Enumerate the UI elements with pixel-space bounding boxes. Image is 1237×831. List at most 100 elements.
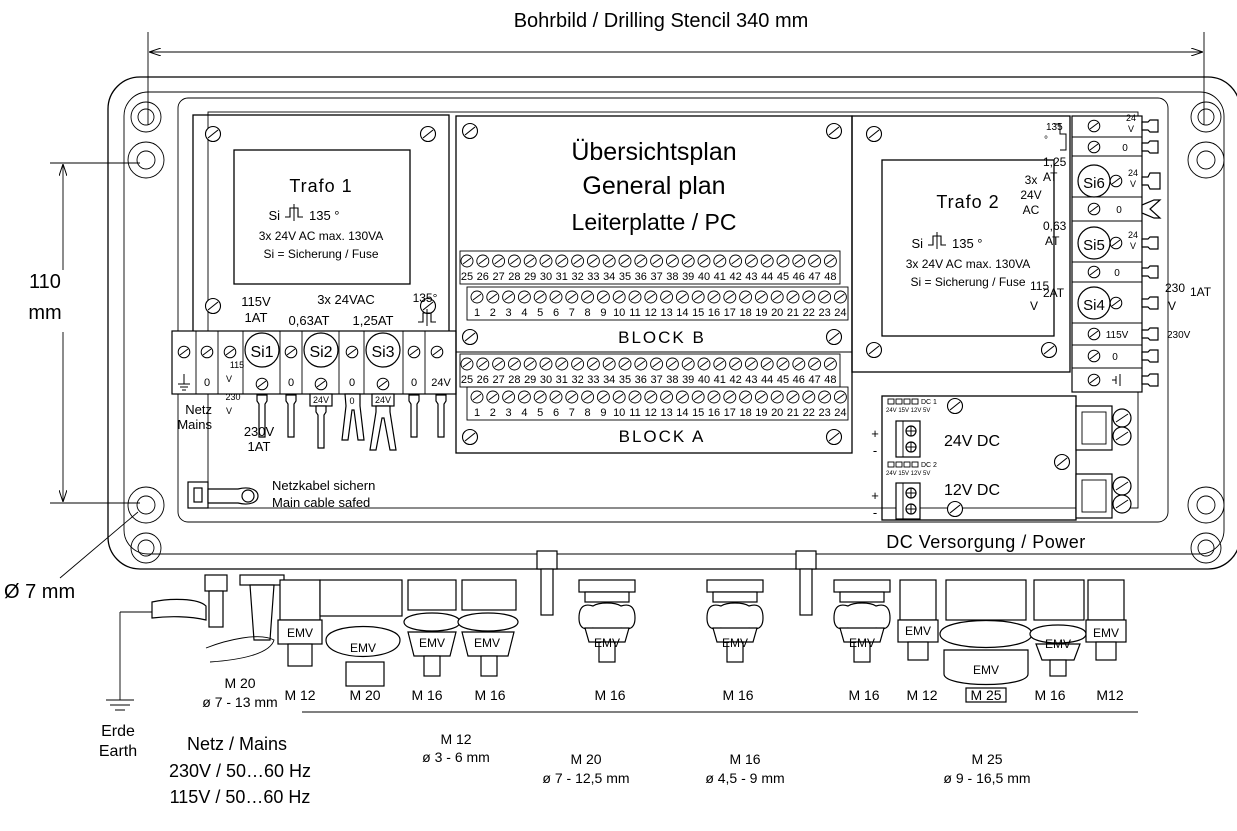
svg-text:V: V xyxy=(1030,299,1038,313)
cable-clamp xyxy=(187,481,259,509)
svg-text:M 12: M 12 xyxy=(906,687,937,703)
terminal-a-upper-screw-slot xyxy=(731,360,740,368)
terminal-a-upper-screw-slot xyxy=(525,360,535,368)
svg-text:-: - xyxy=(873,505,877,520)
svg-text:230: 230 xyxy=(1165,281,1185,295)
terminal-a-upper-screw-slot xyxy=(715,360,725,368)
svg-text:0: 0 xyxy=(1122,143,1128,154)
terminal-a-upper-number: 31 xyxy=(556,374,568,386)
svg-text:M 16: M 16 xyxy=(474,687,505,703)
svg-text:135 °: 135 ° xyxy=(309,208,340,223)
terminal-a-upper-screw-slot xyxy=(810,360,819,368)
svg-text:115V: 115V xyxy=(241,294,271,309)
terminal-b-lower-number: 5 xyxy=(537,307,543,319)
terminal-a-lower-number: 5 xyxy=(537,407,543,419)
terminal-b-upper-screw-slot xyxy=(573,257,582,265)
terminal-a-lower-screw-slot xyxy=(614,393,624,401)
left-terminal-strip: 0 0 0 0 24V 115 V 230 V Si1 Si2 Si3 24V … xyxy=(171,330,457,451)
terminal-a-upper-screw-slot xyxy=(826,360,835,368)
terminal-a-upper-number: 38 xyxy=(666,374,678,386)
svg-text:2AT: 2AT xyxy=(1043,286,1065,300)
terminal-a-upper-number: 27 xyxy=(492,374,504,386)
svg-text:M 12: M 12 xyxy=(440,731,471,747)
svg-text:Si = Sicherung / Fuse: Si = Sicherung / Fuse xyxy=(910,275,1025,289)
svg-text:230: 230 xyxy=(225,392,240,402)
gland-4: EMV xyxy=(457,579,519,677)
svg-text:ø 4,5 - 9 mm: ø 4,5 - 9 mm xyxy=(705,770,784,786)
gland-spec-summary: M 12 ø 3 - 6 mm M 20 ø 7 - 12,5 mm M 16 … xyxy=(422,731,1030,786)
terminal-a-upper-number: 46 xyxy=(793,374,805,386)
fuse-si2-label: Si2 xyxy=(309,344,332,361)
svg-text:AT: AT xyxy=(1045,234,1060,248)
svg-text:24V: 24V xyxy=(1020,188,1041,202)
svg-text:DC 1: DC 1 xyxy=(921,399,937,406)
terminal-a-lower-screw-slot xyxy=(678,393,687,401)
terminal-b-upper-number: 26 xyxy=(477,271,489,283)
fuse-si4 xyxy=(1077,286,1111,320)
terminal-b-upper-screw-slot xyxy=(636,257,646,265)
terminal-a-lower-number: 19 xyxy=(755,407,767,419)
terminal-a-lower-screw-slot xyxy=(725,393,735,401)
terminal-b-upper-screw-slot xyxy=(668,257,677,265)
terminal-b-lower-number: 13 xyxy=(660,307,672,319)
terminal-a-lower-screw-slot xyxy=(504,393,513,401)
svg-text:0: 0 xyxy=(1114,268,1120,279)
fuse-si6-label: Si6 xyxy=(1083,175,1105,192)
gland-1: EMV xyxy=(277,579,323,667)
svg-text:V: V xyxy=(1130,179,1136,189)
terminal-b-upper-screw-slot xyxy=(494,257,503,265)
terminal-b-lower-screw-slot xyxy=(772,293,782,301)
terminal-b-upper-number: 44 xyxy=(761,271,773,283)
terminal-b-lower-screw-slot xyxy=(535,293,545,301)
terminal-a-upper-screw-slot xyxy=(510,360,519,368)
terminal-a-upper-number: 43 xyxy=(745,374,757,386)
terminal-a-lower-screw-slot xyxy=(820,393,829,401)
svg-text:-: - xyxy=(873,443,877,458)
mounting-hole-top-right xyxy=(1187,101,1225,179)
svg-text:3x 24V AC max. 130VA: 3x 24V AC max. 130VA xyxy=(259,229,384,243)
terminal-a-upper-screw-slot xyxy=(636,360,646,368)
terminal-a-lower-screw-slot xyxy=(757,393,766,401)
svg-text:1,25: 1,25 xyxy=(1043,155,1067,169)
height-unit: mm xyxy=(28,302,61,324)
terminal-b-lower-number: 10 xyxy=(613,307,625,319)
standoff-left xyxy=(536,550,558,616)
terminal-b-lower-number: 23 xyxy=(818,307,830,319)
svg-text:ø 9 - 16,5 mm: ø 9 - 16,5 mm xyxy=(943,770,1030,786)
svg-text:0: 0 xyxy=(349,396,354,406)
svg-text:AT: AT xyxy=(1043,170,1058,184)
terminal-b-upper-screw-slot xyxy=(762,257,772,265)
svg-text:M 12: M 12 xyxy=(284,687,315,703)
terminal-a-lower-number: 22 xyxy=(803,407,815,419)
fuse-si4-label: Si4 xyxy=(1083,297,1105,314)
right-terminal-labels: 135 ° 1,25 AT 3x 24V AC 0,63 AT 115 V 2A… xyxy=(1020,122,1211,313)
terminal-b-lower-number: 15 xyxy=(692,307,704,319)
terminal-b-upper-number: 29 xyxy=(524,271,536,283)
terminal-b-lower-screw-slot xyxy=(599,293,608,301)
svg-text:AC: AC xyxy=(1023,203,1040,217)
svg-text:EMV: EMV xyxy=(287,626,313,640)
svg-text:EMV: EMV xyxy=(474,636,500,650)
terminal-a-upper-number: 25 xyxy=(461,374,473,386)
svg-text:115: 115 xyxy=(230,360,244,370)
svg-text:24V: 24V xyxy=(375,395,391,405)
terminal-b-lower-screw-slot xyxy=(488,293,498,301)
terminal-a-upper-screw-slot xyxy=(747,360,756,368)
svg-text:0: 0 xyxy=(1116,205,1122,216)
terminal-a-upper-number: 36 xyxy=(635,374,647,386)
trafo-2-name: Trafo 2 xyxy=(936,192,999,212)
terminal-b-upper-number: 33 xyxy=(587,271,599,283)
terminal-a-lower-number: 18 xyxy=(739,407,751,419)
mains-230v: 230V / 50…60 Hz xyxy=(169,761,311,781)
terminal-b-lower-screw-slot xyxy=(709,293,719,301)
height-value: 110 xyxy=(29,271,61,293)
svg-text:24: 24 xyxy=(1128,230,1138,240)
terminal-a-upper-screw-slot xyxy=(778,360,788,368)
svg-text:M 20: M 20 xyxy=(224,675,255,691)
plan-title-de: Übersichtsplan xyxy=(571,138,736,166)
terminal-b-upper-number: 43 xyxy=(745,271,757,283)
terminal-a-lower-screw-slot xyxy=(741,393,750,401)
svg-text:0: 0 xyxy=(411,377,417,389)
mounting-hole-top-left xyxy=(127,101,165,179)
